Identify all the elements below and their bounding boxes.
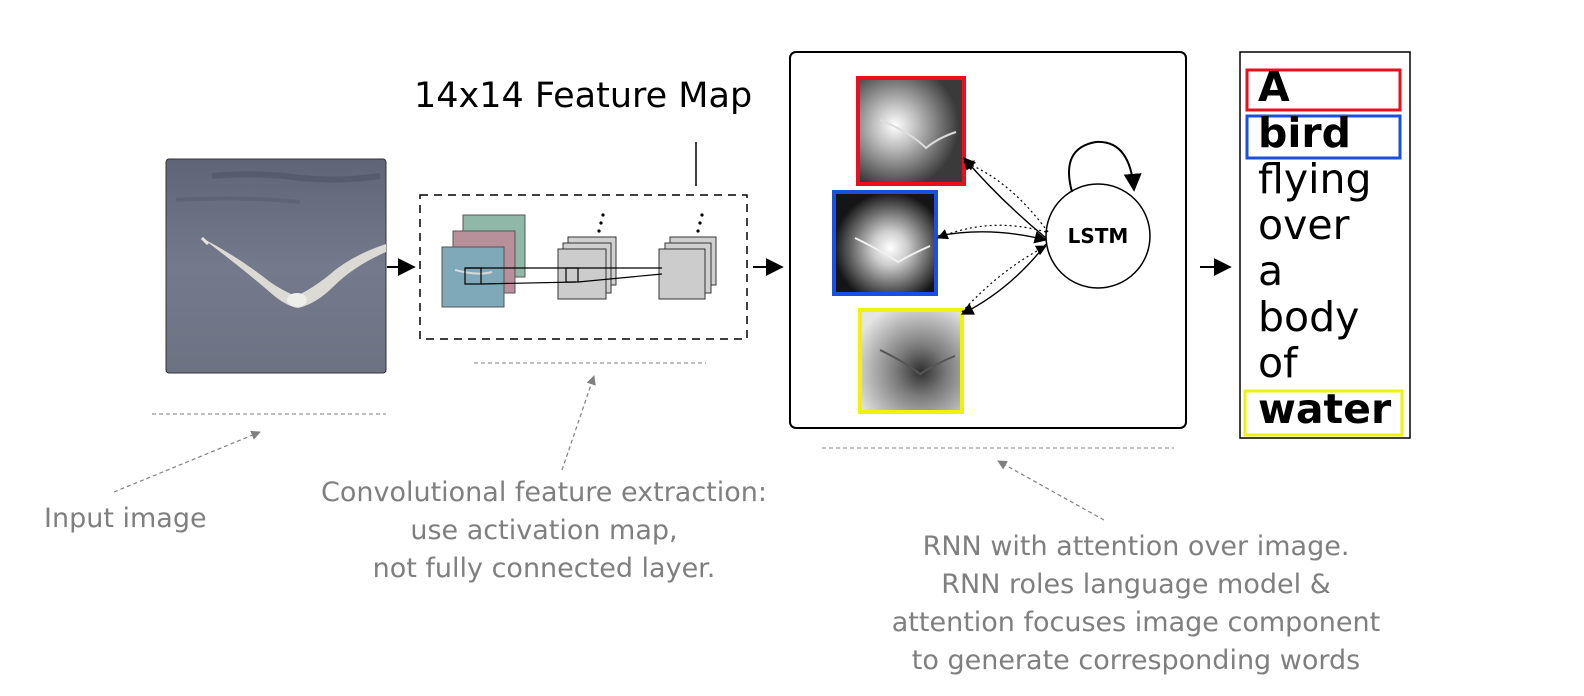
word-4: a <box>1258 247 1284 295</box>
cnn-caption-line-3: not fully connected layer. <box>372 553 716 584</box>
word-0: A <box>1258 63 1290 111</box>
lstm-label: LSTM <box>1068 224 1129 248</box>
input-image <box>165 158 387 374</box>
word-7: water <box>1258 385 1392 433</box>
annotation-pointers <box>113 362 1174 521</box>
rnn-caption-line-4: to generate corresponding words <box>911 645 1361 676</box>
cnn-caption-line-1: Convolutional feature extraction: <box>320 477 767 508</box>
word-highlight-blue <box>1245 114 1402 160</box>
rnn-attention-panel: LSTM <box>789 51 1187 429</box>
word-3: over <box>1258 201 1350 249</box>
rnn-caption-line-1: RNN with attention over image. <box>922 531 1350 562</box>
feature-map-stack-icon <box>557 213 717 300</box>
word-2: flying <box>1258 155 1372 203</box>
word-highlight-yellow <box>1243 389 1404 437</box>
bird-photo <box>200 236 386 308</box>
feature-map-title: 14x14 Feature Map <box>414 76 753 116</box>
word-1: bird <box>1258 109 1351 157</box>
attention-map-yellow <box>858 308 964 414</box>
cnn-feature-extractor <box>419 142 748 340</box>
word-output-panel <box>1239 51 1411 439</box>
cnn-caption-line-2: use activation map, <box>410 515 678 546</box>
attention-map-red <box>856 76 966 186</box>
cnn-caption: Convolutional feature extraction: use ac… <box>300 474 788 588</box>
word-highlight-red <box>1245 68 1402 112</box>
rnn-caption: RNN with attention over image. RNN roles… <box>868 528 1404 680</box>
word-5: body <box>1258 293 1360 341</box>
caption-word-list: A bird flying over a body of water <box>1258 64 1391 432</box>
input-image-caption: Input image <box>44 503 207 534</box>
rnn-caption-line-2: RNN roles language model & <box>941 569 1331 600</box>
word-6: of <box>1258 339 1298 387</box>
attention-map-blue <box>832 190 938 296</box>
rnn-caption-line-3: attention focuses image component <box>891 607 1381 638</box>
